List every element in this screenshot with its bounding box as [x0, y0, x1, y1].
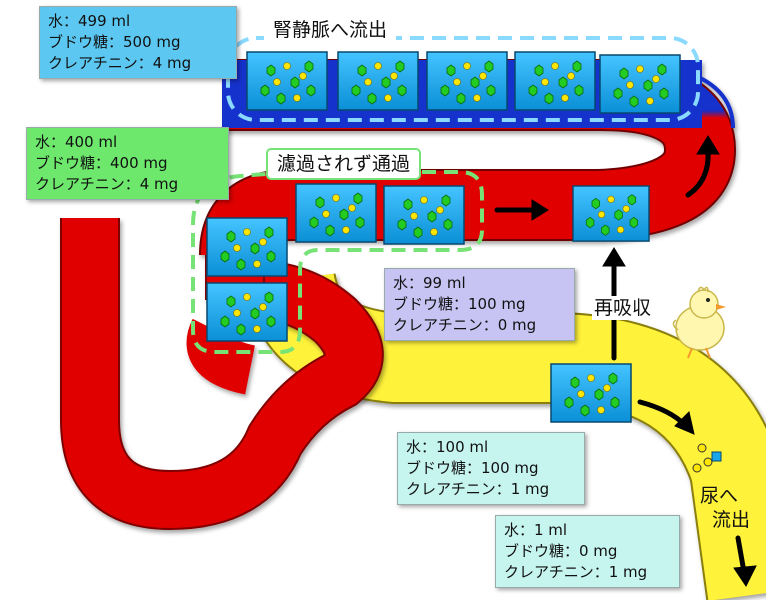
urine-outflow-caption-2: 流出 [712, 509, 751, 531]
down-right-arrow-icon [637, 399, 695, 435]
vein-group-outline [226, 36, 700, 122]
tubule-cell [550, 363, 632, 423]
cell [514, 51, 596, 111]
cell [599, 54, 681, 114]
tubule-water: 水：100 ml [406, 438, 489, 456]
reabsorbed-values-label: 水：99 ml ブドウ糖：100 mg クレアチニン：0 mg [384, 268, 575, 341]
vein-creatinine: クレアチニン：4 mg [48, 54, 192, 72]
reabsorbed-cell [572, 185, 650, 242]
start-water: 水：400 ml [35, 133, 118, 151]
cell [206, 217, 288, 277]
down-arrow-icon [733, 535, 757, 587]
renal-vein-outflow-caption: 腎静脈へ流出 [264, 16, 397, 44]
cell [337, 51, 419, 111]
urine-values-label: 水：1 ml ブドウ糖：0 mg クレアチニン：1 mg [495, 515, 680, 588]
right-arrow-icon [494, 199, 549, 221]
chick-icon [672, 286, 726, 359]
start-glucose: ブドウ糖：400 mg [35, 154, 168, 172]
unfiltered-group-outline [191, 170, 484, 354]
glucose-dot-icon [703, 457, 713, 467]
reabsorbed-glucose: ブドウ糖：100 mg [393, 295, 526, 313]
cell [383, 185, 465, 245]
urine-creatinine: クレアチニン：1 mg [504, 563, 648, 581]
tubule-glucose: ブドウ糖：100 mg [406, 459, 539, 477]
tubule-creatinine: クレアチニン：1 mg [406, 480, 550, 498]
vein-cells [246, 51, 681, 114]
start-creatinine: クレアチニン：4 mg [35, 175, 179, 193]
urine-water: 水：1 ml [504, 521, 568, 539]
vein-water: 水：499 ml [48, 12, 131, 30]
not-filtered-caption: 濾過されず通過 [266, 148, 422, 180]
glucose-dot-icon [692, 463, 702, 473]
reabsorption-caption: 再吸収 [592, 296, 654, 320]
reabsorbed-creatinine: クレアチニン：0 mg [393, 316, 537, 334]
curve-up-arrow-icon [685, 135, 720, 198]
cell [246, 51, 328, 111]
tubule-values-label: 水：100 ml ブドウ糖：100 mg クレアチニン：1 mg [397, 432, 585, 505]
glucose-dot-icon [697, 443, 707, 453]
cell [295, 183, 377, 243]
urine-glucose: ブドウ糖：0 mg [504, 542, 618, 560]
vein-values-label: 水：499 ml ブドウ糖：500 mg クレアチニン：4 mg [39, 6, 237, 79]
cell [426, 51, 508, 111]
reabsorbed-water: 水：99 ml [393, 274, 466, 292]
cell [206, 282, 288, 342]
water-cube-icon [711, 451, 722, 462]
urine-outflow-caption-1: 尿へ [700, 485, 739, 507]
urine-particles [692, 443, 722, 473]
vein-glucose: ブドウ糖：500 mg [48, 33, 181, 51]
start-values-label: 水：400 ml ブドウ糖：400 mg クレアチニン：4 mg [26, 127, 229, 200]
